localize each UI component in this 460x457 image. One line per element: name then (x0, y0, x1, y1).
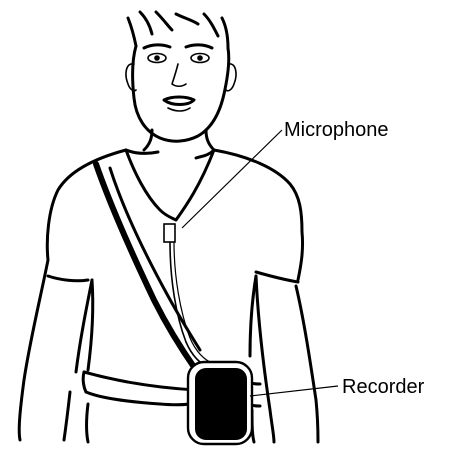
collar (126, 150, 214, 158)
right-pupil (197, 55, 203, 61)
head (133, 46, 229, 141)
right-eyebrow (186, 45, 212, 48)
neck-left (144, 130, 152, 150)
microphone-clip (164, 224, 175, 242)
lower-lip (168, 108, 190, 111)
waistband-end-left (83, 372, 86, 392)
right-arm (256, 276, 318, 442)
recorder-face (195, 368, 247, 440)
waistband (84, 372, 196, 390)
right-sleeve-edge (256, 272, 298, 282)
waistband-lower (86, 392, 190, 405)
left-pupil (154, 55, 160, 61)
hair (128, 12, 228, 48)
mouth (164, 97, 194, 105)
microphone-cable (170, 242, 210, 368)
shirt-right-side (250, 276, 256, 356)
left-sleeve-edge (48, 276, 88, 281)
recorder-leader-line (250, 386, 338, 396)
nose (172, 64, 186, 86)
recorder-device (188, 362, 252, 444)
left-eyebrow (144, 45, 170, 48)
right-shoulder-arm (214, 150, 303, 280)
microphone-label: Microphone (284, 119, 389, 141)
microphone-leader-line (182, 130, 282, 228)
recorder-label: Recorder (342, 376, 425, 398)
neck-right (206, 130, 214, 150)
strap-inner-edge (110, 168, 200, 350)
